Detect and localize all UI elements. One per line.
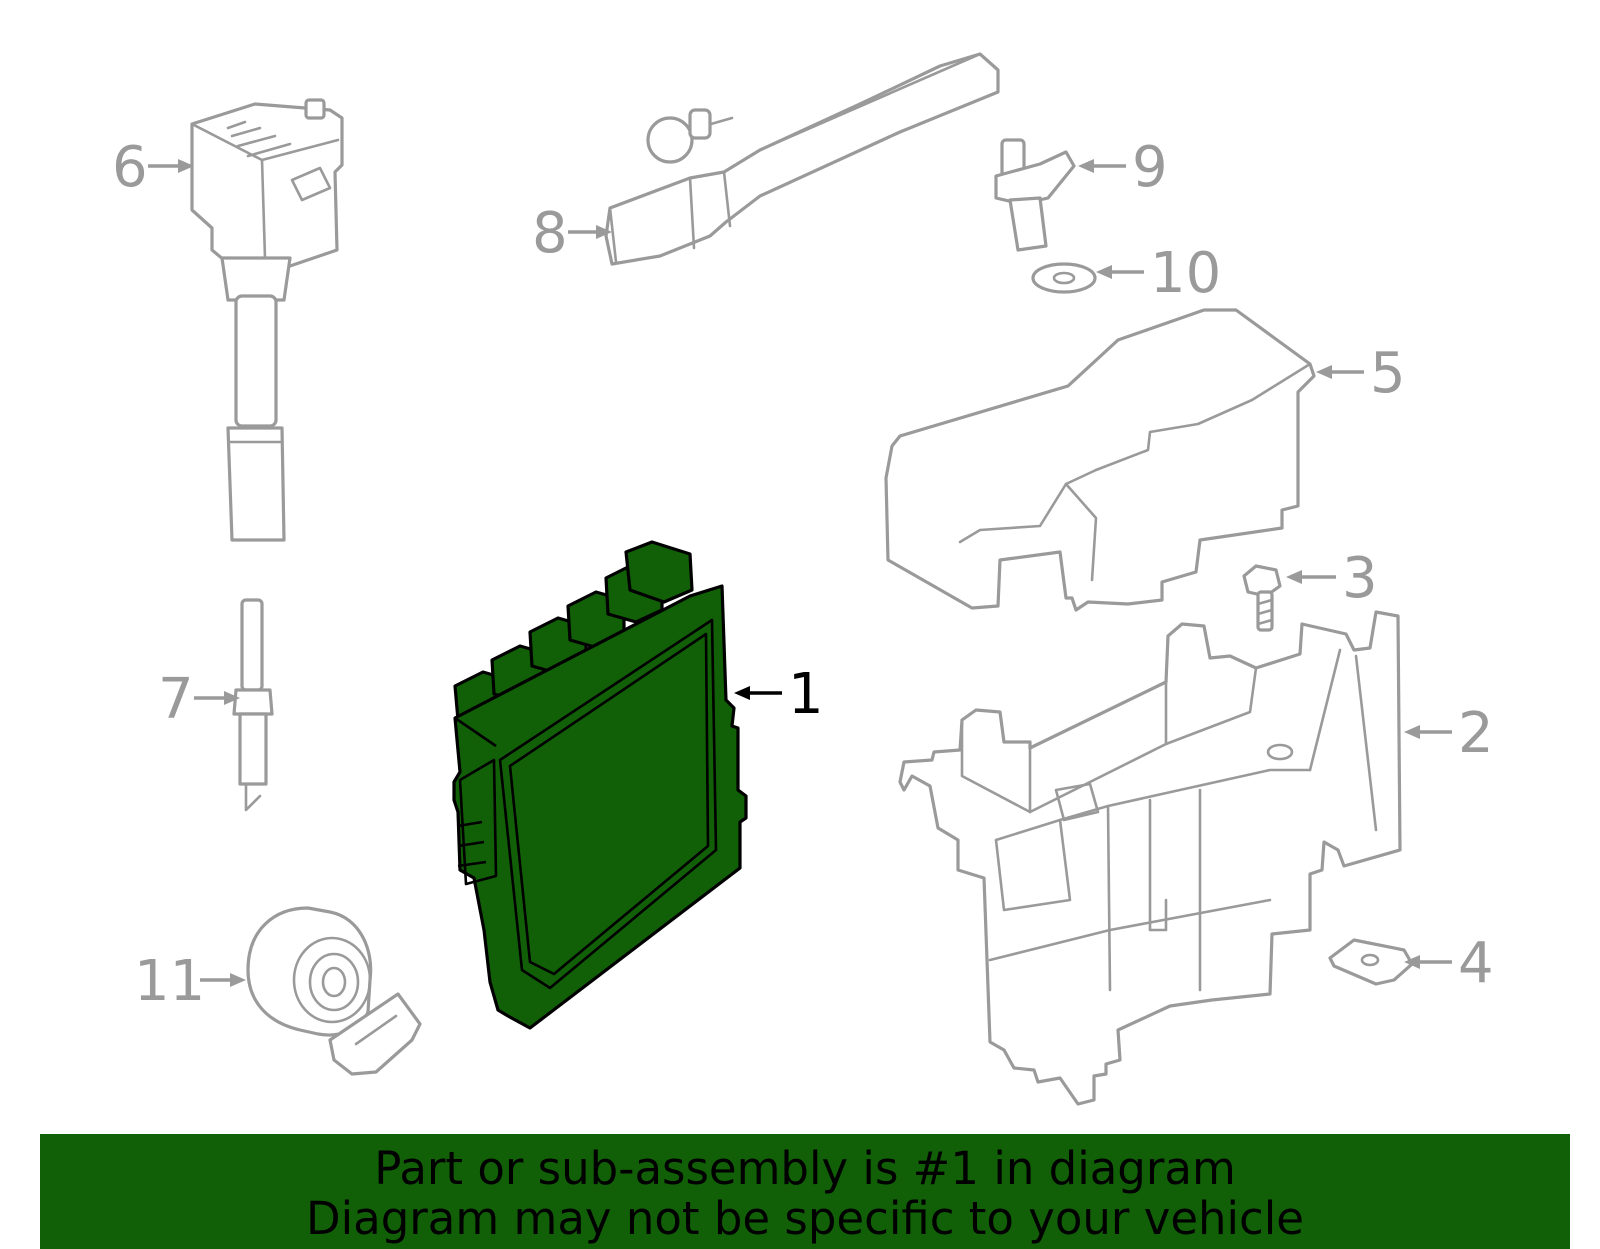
callout-5: 5 (1316, 341, 1406, 406)
banner-line-disclaimer: Diagram may not be specific to your vehi… (306, 1192, 1304, 1245)
callout-10: 10 (1096, 241, 1221, 306)
callout-7: 7 (158, 667, 240, 732)
callout-2: 2 (1404, 701, 1494, 766)
svg-text:5: 5 (1370, 341, 1406, 406)
svg-text:3: 3 (1342, 546, 1378, 611)
svg-text:6: 6 (112, 135, 148, 200)
part-bolt[interactable] (1242, 564, 1282, 632)
callout-6: 6 (112, 135, 194, 200)
svg-text:7: 7 (158, 667, 194, 732)
part-position-sensor[interactable] (604, 52, 1000, 266)
svg-text:1: 1 (788, 662, 824, 727)
svg-text:11: 11 (134, 949, 205, 1014)
svg-text:8: 8 (532, 201, 568, 266)
part-clip[interactable] (1328, 938, 1414, 986)
callout-8: 8 (532, 201, 612, 266)
part-knock-sensor[interactable] (246, 906, 422, 1076)
part-washer[interactable] (1031, 262, 1097, 294)
part-tray[interactable] (898, 610, 1402, 1106)
part-spark-plug[interactable] (232, 598, 274, 812)
callout-9: 9 (1078, 135, 1168, 200)
svg-text:4: 4 (1458, 931, 1494, 996)
callout-1: 1 (734, 662, 824, 727)
callout-3: 3 (1286, 546, 1378, 611)
part-cover[interactable] (884, 308, 1316, 612)
banner-line-part: Part or sub-assembly is #1 in diagram (374, 1142, 1236, 1195)
info-banner: Part or sub-assembly is #1 in diagram Di… (40, 1134, 1570, 1249)
svg-text:9: 9 (1132, 135, 1168, 200)
callout-4: 4 (1404, 931, 1494, 996)
svg-text:10: 10 (1150, 241, 1221, 306)
callout-11: 11 (134, 949, 246, 1014)
part-ignition-coil[interactable] (190, 98, 344, 542)
part-sensor-9[interactable] (994, 138, 1076, 252)
svg-text:2: 2 (1458, 701, 1494, 766)
part-ecm-highlighted[interactable] (452, 540, 748, 1030)
